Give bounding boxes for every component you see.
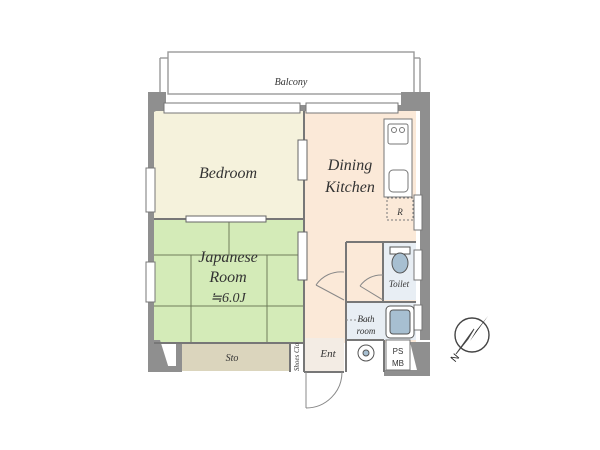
tatami-lines bbox=[154, 219, 304, 343]
bedroom-label: Bedroom bbox=[199, 165, 257, 182]
door-swings bbox=[305, 271, 384, 409]
entrance-label: Ent bbox=[319, 348, 336, 360]
japanese-label: Japanese bbox=[198, 249, 258, 266]
storage-floor bbox=[182, 343, 290, 371]
bedroom-floor bbox=[154, 111, 304, 219]
windows bbox=[145, 102, 423, 331]
balcony-label: Balcony bbox=[275, 77, 308, 88]
washbasin bbox=[357, 344, 375, 362]
kitchen-label: Kitchen bbox=[324, 179, 375, 196]
storage-label: Sto bbox=[226, 353, 239, 364]
ps-label: PS bbox=[393, 347, 404, 356]
bath-room-label: room bbox=[357, 326, 376, 336]
ps-mb-box bbox=[385, 339, 411, 371]
mb-label: MB bbox=[392, 359, 404, 368]
compass-icon: N bbox=[449, 316, 490, 365]
shoe-closet-label: Shoes Clo bbox=[293, 342, 301, 371]
entrance-floor bbox=[304, 338, 344, 372]
compass-north-label: N bbox=[449, 352, 462, 365]
refrigerator-label: R bbox=[396, 207, 403, 217]
toilet-label: Toilet bbox=[389, 279, 410, 289]
balcony bbox=[159, 51, 421, 95]
bathtub bbox=[385, 305, 415, 339]
japanese-room-label: Room bbox=[208, 269, 246, 286]
kitchen-counter bbox=[383, 118, 414, 221]
bath-label: Bath bbox=[358, 314, 375, 324]
sliding-doors bbox=[185, 139, 308, 281]
japanese-size-label: ≒6.0J bbox=[210, 291, 246, 306]
dining-label: Dining bbox=[327, 157, 372, 174]
toilet-fixture bbox=[389, 246, 411, 274]
